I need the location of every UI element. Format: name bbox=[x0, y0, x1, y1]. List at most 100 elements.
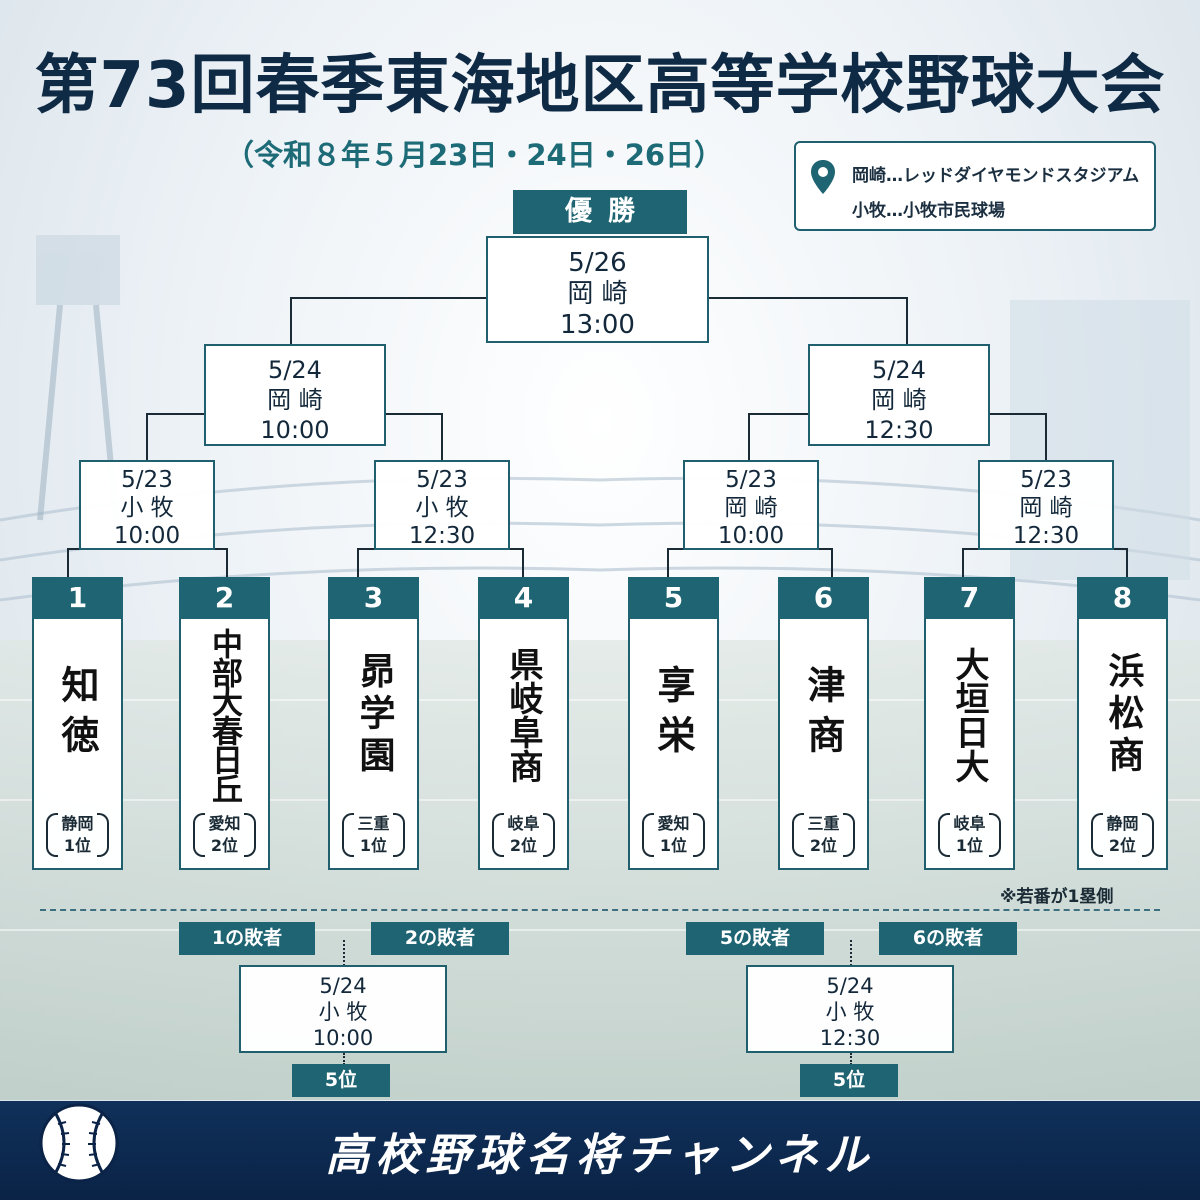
first-base-side-note: ※若番が1塁側 bbox=[1000, 887, 1114, 907]
match-date: 5/23 bbox=[1020, 467, 1072, 493]
seed-number: 7 bbox=[924, 577, 1015, 619]
loser-tag-2: 2の敗者 bbox=[371, 922, 509, 955]
match-venue: 小 牧 bbox=[415, 495, 469, 521]
page-title: 第73回春季東海地区高等学校野球大会 bbox=[34, 49, 1166, 123]
team-name: 享栄 bbox=[651, 665, 695, 765]
match-venue: 小 牧 bbox=[120, 495, 174, 521]
connector-dots bbox=[343, 940, 345, 966]
seed-number: 5 bbox=[628, 577, 719, 619]
team-rank: 2位 bbox=[1108, 836, 1137, 855]
match-venue: 岡 崎 bbox=[567, 279, 628, 309]
quarterfinal-match-1: 5/23 小 牧 10:00 bbox=[79, 460, 215, 550]
team-prefecture: 岐阜 bbox=[507, 814, 540, 833]
team-rank: 1位 bbox=[659, 836, 688, 855]
match-time: 10:00 bbox=[717, 523, 785, 549]
match-date: 5/24 bbox=[872, 356, 926, 384]
baseball-icon bbox=[39, 1103, 119, 1183]
match-venue: 小 牧 bbox=[318, 1000, 368, 1024]
team-qualification: 静岡 2位 bbox=[1079, 813, 1166, 857]
quarterfinal-match-2: 5/23 小 牧 12:30 bbox=[374, 460, 510, 550]
venue-okazaki: 岡崎…レッドダイヤモンドスタジアム bbox=[852, 166, 1140, 186]
team-prefecture: 愛知 bbox=[657, 814, 690, 833]
match-time: 12:30 bbox=[408, 523, 476, 549]
fifth-place-match-right: 5/24 小 牧 12:30 bbox=[746, 965, 954, 1053]
team-prefecture: 静岡 bbox=[61, 814, 94, 833]
seed-number: 3 bbox=[328, 577, 419, 619]
team-card-8: 8 浜松商 静岡 2位 bbox=[1077, 577, 1168, 870]
match-venue: 岡 崎 bbox=[267, 386, 323, 414]
connector-dots bbox=[850, 1053, 852, 1065]
match-date: 5/23 bbox=[416, 467, 468, 493]
team-rank: 2位 bbox=[809, 836, 838, 855]
seed-number: 4 bbox=[478, 577, 569, 619]
team-prefecture: 三重 bbox=[807, 814, 840, 833]
seed-number: 2 bbox=[179, 577, 270, 619]
team-qualification: 三重 2位 bbox=[780, 813, 867, 857]
match-venue: 岡 崎 bbox=[871, 386, 927, 414]
team-rank: 1位 bbox=[63, 836, 92, 855]
connector-dots bbox=[343, 1053, 345, 1065]
team-card-2: 2 中部大春日丘 愛知 2位 bbox=[179, 577, 270, 870]
venue-komaki: 小牧…小牧市民球場 bbox=[852, 201, 1005, 221]
team-name: 昴学園 bbox=[353, 652, 395, 778]
team-rank: 1位 bbox=[955, 836, 984, 855]
team-qualification: 岐阜 2位 bbox=[480, 813, 567, 857]
match-time: 12:30 bbox=[864, 416, 934, 444]
match-venue: 小 牧 bbox=[825, 1000, 875, 1024]
team-qualification: 愛知 1位 bbox=[630, 813, 717, 857]
team-prefecture: 静岡 bbox=[1106, 814, 1139, 833]
venue-legend: 岡崎…レッドダイヤモンドスタジアム 小牧…小牧市民球場 bbox=[794, 141, 1156, 231]
team-qualification: 愛知 2位 bbox=[181, 813, 268, 857]
match-date: 5/23 bbox=[121, 467, 173, 493]
fifth-place-label-right: 5位 bbox=[800, 1064, 898, 1097]
team-prefecture: 愛知 bbox=[208, 814, 241, 833]
team-card-1: 1 知徳 静岡 1位 bbox=[32, 577, 123, 870]
channel-name: 高校野球名将チャンネル bbox=[325, 1130, 875, 1181]
match-time: 10:00 bbox=[260, 416, 330, 444]
match-date: 5/24 bbox=[319, 974, 367, 998]
team-rank: 2位 bbox=[210, 836, 239, 855]
match-time: 13:00 bbox=[560, 310, 635, 340]
team-prefecture: 三重 bbox=[357, 814, 390, 833]
fifth-place-match-left: 5/24 小 牧 10:00 bbox=[239, 965, 447, 1053]
seed-number: 6 bbox=[778, 577, 869, 619]
team-name: 津商 bbox=[801, 665, 845, 765]
footer-bar bbox=[0, 1101, 1200, 1200]
seed-number: 1 bbox=[32, 577, 123, 619]
team-name: 知徳 bbox=[55, 665, 99, 765]
semifinal-match-right: 5/24 岡 崎 12:30 bbox=[808, 344, 990, 446]
loser-tag-5: 5の敗者 bbox=[686, 922, 824, 955]
team-card-7: 7 大垣日大 岐阜 1位 bbox=[924, 577, 1015, 870]
team-card-5: 5 享栄 愛知 1位 bbox=[628, 577, 719, 870]
team-name: 浜松商 bbox=[1102, 652, 1144, 778]
semifinal-match-left: 5/24 岡 崎 10:00 bbox=[204, 344, 386, 446]
team-card-4: 4 県岐阜商 岐阜 2位 bbox=[478, 577, 569, 870]
quarterfinal-match-3: 5/23 岡 崎 10:00 bbox=[683, 460, 819, 550]
final-match: 5/26 岡 崎 13:00 bbox=[486, 236, 709, 343]
team-card-6: 6 津商 三重 2位 bbox=[778, 577, 869, 870]
loser-tag-6: 6の敗者 bbox=[879, 922, 1017, 955]
map-pin-icon bbox=[811, 160, 835, 194]
team-qualification: 三重 1位 bbox=[330, 813, 417, 857]
team-name: 大垣日大 bbox=[949, 647, 989, 783]
team-name: 中部大春日丘 bbox=[206, 628, 242, 802]
match-time: 10:00 bbox=[113, 523, 181, 549]
team-prefecture: 岐阜 bbox=[953, 814, 986, 833]
team-qualification: 静岡 1位 bbox=[34, 813, 121, 857]
match-time: 12:30 bbox=[819, 1026, 881, 1050]
team-card-3: 3 昴学園 三重 1位 bbox=[328, 577, 419, 870]
match-time: 10:00 bbox=[312, 1026, 374, 1050]
section-divider bbox=[40, 909, 1160, 911]
match-date: 5/26 bbox=[568, 248, 627, 278]
match-date: 5/24 bbox=[826, 974, 874, 998]
loser-tag-1: 1の敗者 bbox=[179, 922, 315, 955]
team-name: 県岐阜商 bbox=[503, 647, 543, 783]
championship-label: 優勝 bbox=[513, 190, 687, 234]
fifth-place-label-left: 5位 bbox=[292, 1064, 390, 1097]
quarterfinal-match-4: 5/23 岡 崎 12:30 bbox=[978, 460, 1114, 550]
match-venue: 岡 崎 bbox=[724, 495, 778, 521]
team-rank: 1位 bbox=[359, 836, 388, 855]
tournament-dates: （令和８年５月23日・24日・26日） bbox=[225, 138, 724, 172]
team-qualification: 岐阜 1位 bbox=[926, 813, 1013, 857]
seed-number: 8 bbox=[1077, 577, 1168, 619]
